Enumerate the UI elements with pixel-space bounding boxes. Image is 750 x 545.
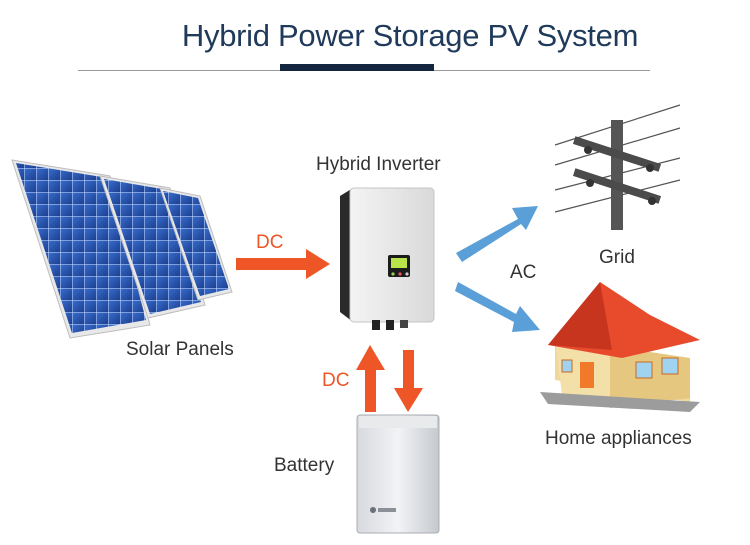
label-grid: Grid [599, 247, 635, 268]
arrow-inverter-to-grid [456, 206, 538, 262]
title-divider-accent [280, 64, 434, 71]
diagram-title: Hybrid Power Storage PV System [181, 18, 639, 53]
label-dc-solar: DC [256, 232, 284, 253]
arrow-inverter-to-home [455, 282, 540, 332]
house-icon [540, 282, 700, 412]
label-home-appliances: Home appliances [545, 428, 692, 449]
grid-pole-icon [554, 104, 681, 230]
label-battery: Battery [274, 455, 335, 476]
label-solar-panels: Solar Panels [126, 339, 234, 360]
arrow-battery-to-inverter [356, 345, 385, 412]
solar-panels-icon [11, 159, 233, 339]
battery-icon [356, 414, 440, 534]
arrow-solar-to-inverter [236, 249, 330, 279]
label-dc-battery: DC [322, 370, 350, 391]
label-hybrid-inverter: Hybrid Inverter [316, 154, 441, 175]
arrow-inverter-to-battery [394, 350, 423, 412]
label-ac-output: AC [510, 262, 537, 283]
hybrid-inverter-icon [340, 187, 435, 330]
